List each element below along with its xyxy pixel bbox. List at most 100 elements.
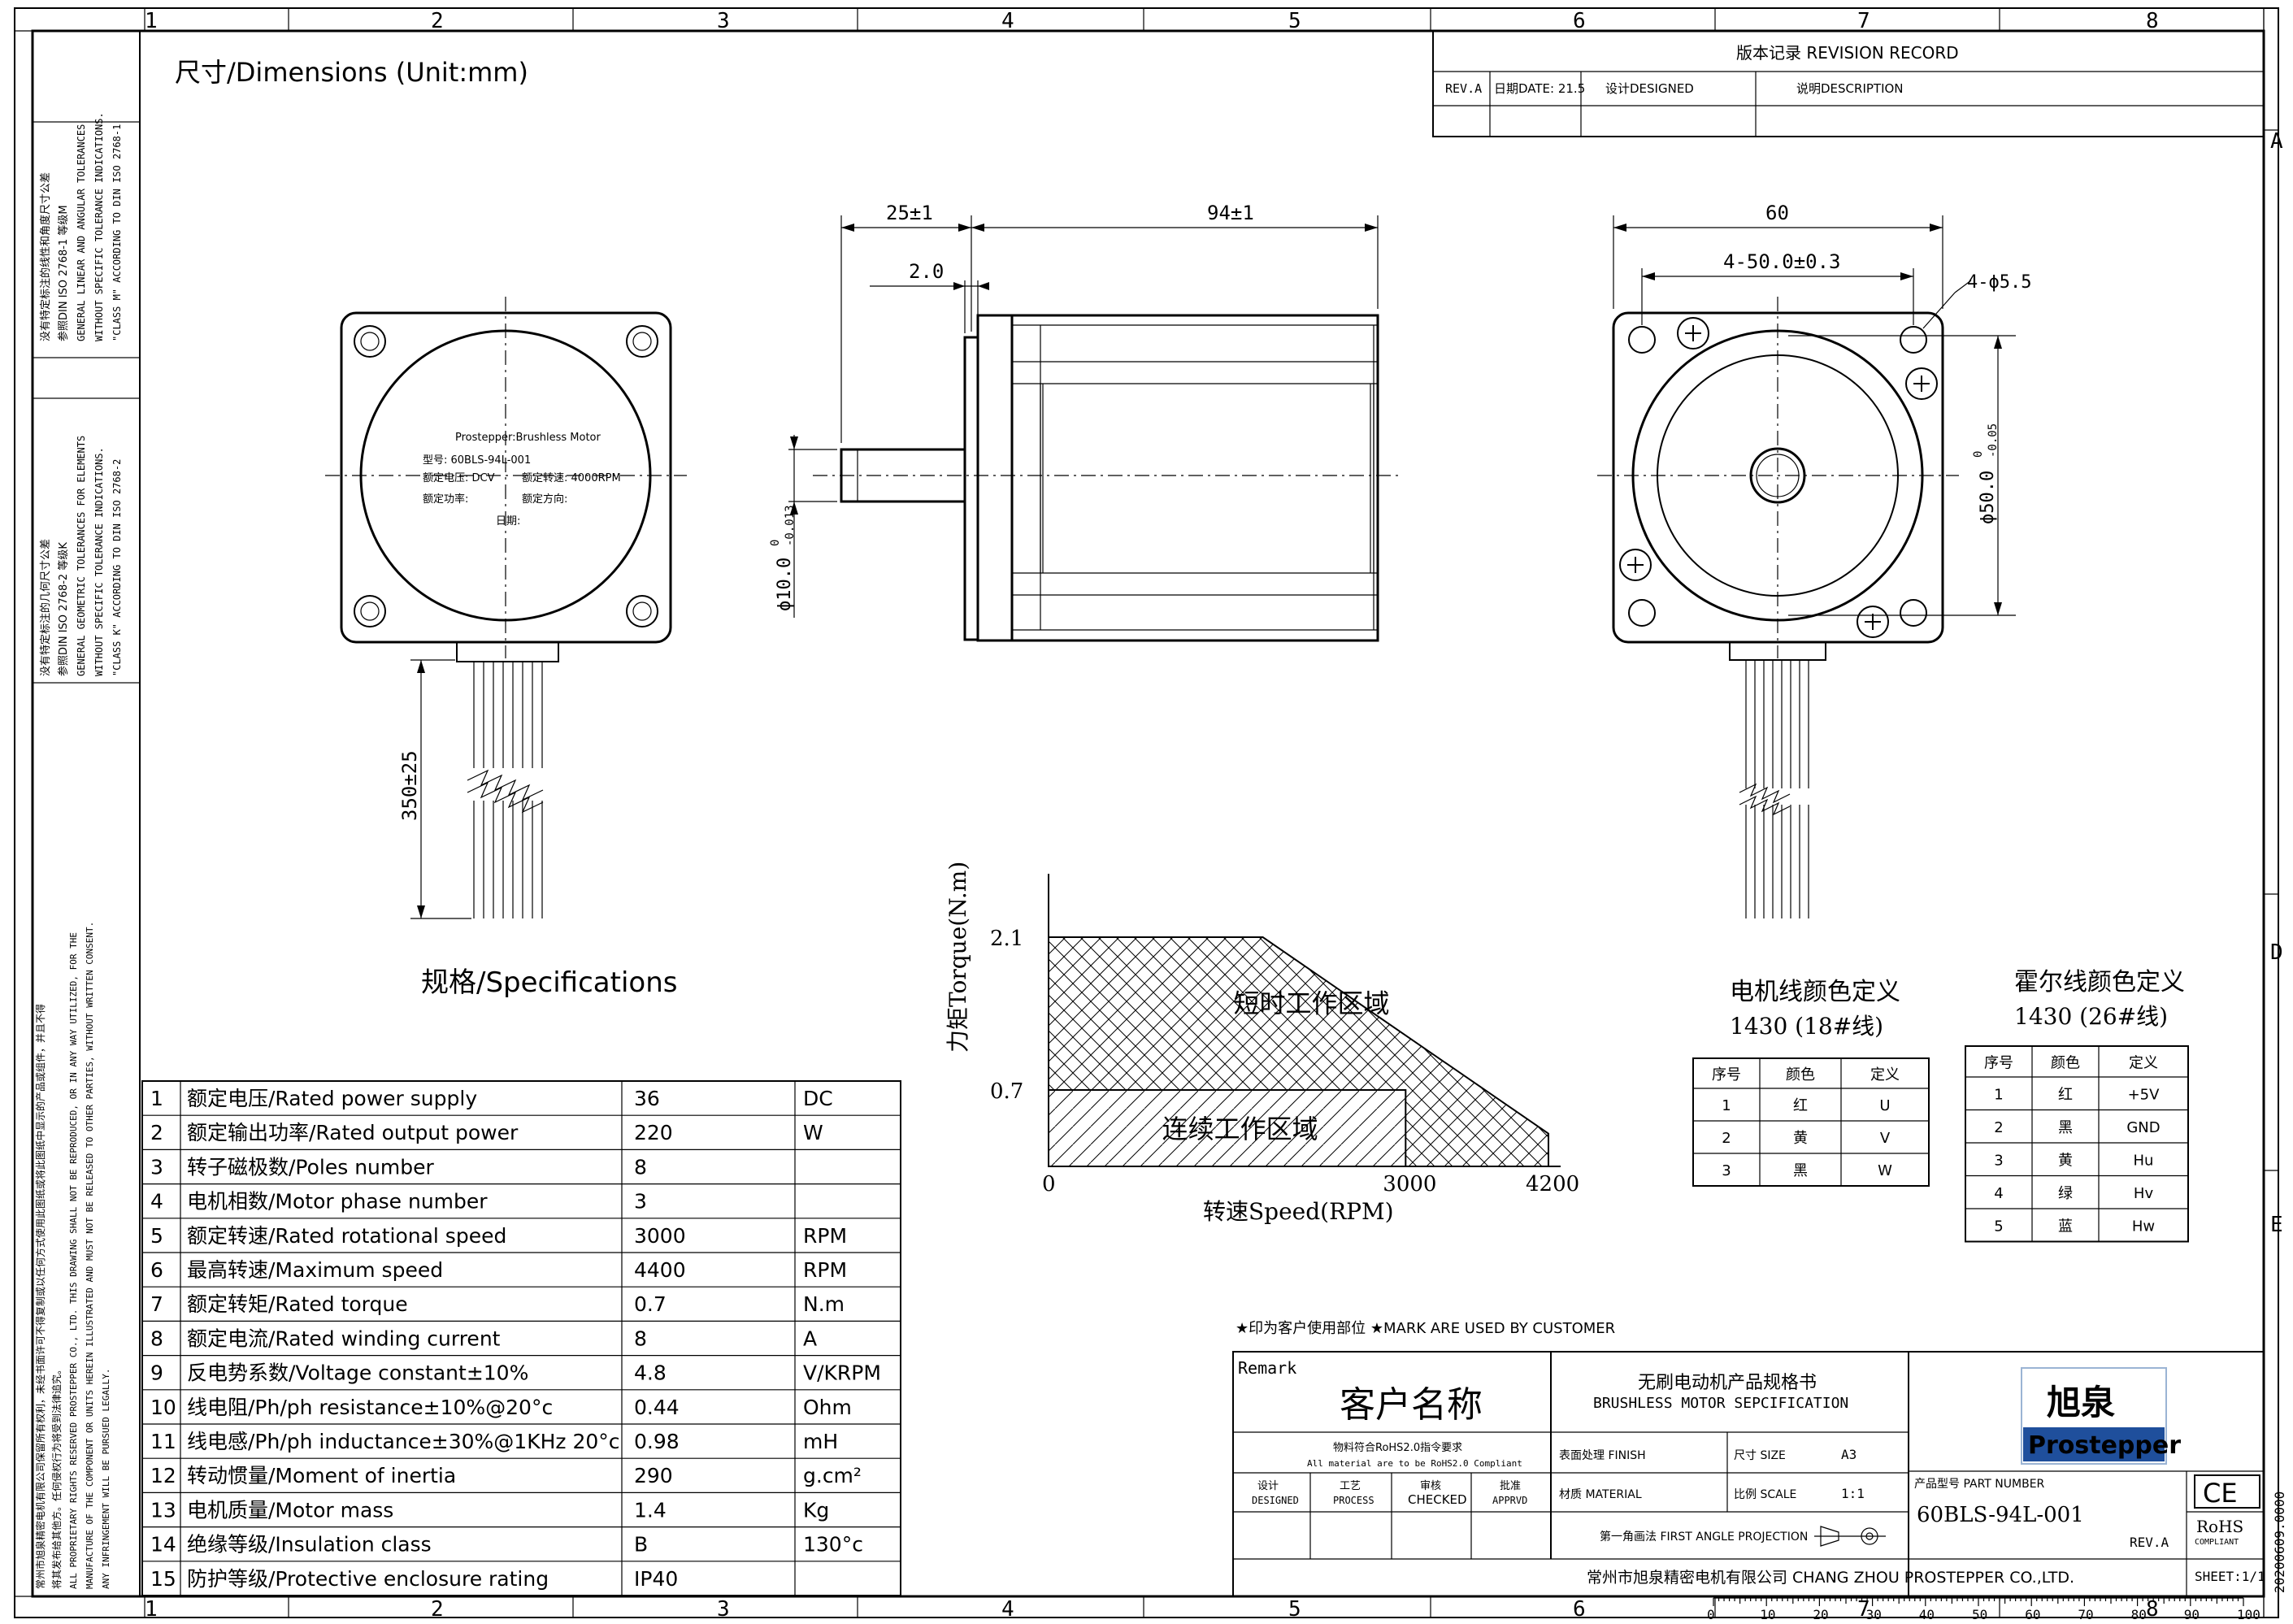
grid-number-bottom-5: 5 [1288,1597,1301,1622]
spec-value: 8 [634,1327,647,1350]
motor-wire-subtitle: 1430 (18#线) [1730,1013,1883,1040]
wire-cell: 黄 [1793,1130,1808,1147]
spec-no: 10 [150,1396,176,1419]
spec-unit: Ohm [803,1396,852,1419]
hall-wire-subtitle: 1430 (26#线) [2014,1003,2168,1030]
ce-mark: CE [2203,1478,2238,1509]
ruler-label: 90 [2184,1607,2200,1622]
sheet-number: SHEET:1/1 [2195,1569,2265,1584]
wire-cell: 蓝 [2058,1218,2073,1235]
projection-symbol-icon [1814,1526,1886,1547]
document-id: 20200609.0000 [2272,1492,2287,1593]
ruler-label: 80 [2131,1607,2147,1622]
grid-number-top-3: 3 [717,9,730,33]
wire-cell: Hu [2134,1153,2154,1170]
ruler-label: 60 [2025,1607,2040,1622]
region-label: 连续工作区域 [1162,1114,1318,1144]
pilot-tol-lower: -0.05 [1987,423,2000,458]
rights-note-e: ANY INFRINGEMENT WILL BE PURSUED LEGALLY… [101,1368,111,1589]
revision-rev: REV.A [1445,81,1482,96]
revision-record: 版本记录 REVISION RECORD REV.A 日期DATE: 21.5 … [1432,30,2265,137]
rights-note-a: 常州市旭泉精密电机有限公司保留所有权利，未经书面许可不得复制或以任何方式使用此图… [34,1004,46,1589]
tolerance-note-2b: 参照DIN ISO 2768-2 等级K [57,542,70,676]
ruler-label: 100 [2237,1607,2260,1622]
sign-designed-cn: 设计 [1257,1480,1279,1492]
ruler-label: 10 [1760,1607,1775,1622]
rohs-badge: RoHS [2196,1517,2243,1536]
wire-cell: 红 [2058,1087,2073,1104]
wire-header: 颜色 [2051,1055,2080,1072]
motor-wire-title: 电机线颜色定义 [1730,978,1900,1006]
wire-cell: 4 [1994,1185,2003,1202]
spec-name: 电机质量/Motor mass [187,1498,393,1522]
tolerance-note-1d: WITHOUT SPECIFIC TOLERANCE INDICATIONS. [93,112,105,341]
wire-header: 定义 [1870,1066,1900,1083]
flange-dim: 25±1 [886,202,933,224]
spec-value: 220 [634,1121,673,1144]
wire-cell: Hv [2134,1185,2154,1202]
revision-description: 说明DESCRIPTION [1796,81,1904,96]
screw-heads [1619,317,1938,638]
chart-x-tick: 0 [1042,1172,1056,1196]
grid-number-bottom-3: 3 [717,1597,730,1622]
spec-no: 5 [150,1224,163,1248]
nameplate-brand: Prostepper:Brushless Motor [455,432,601,444]
front-view: Prostepper:Brushless Motor 型号: 60BLS-94L… [325,297,687,919]
wire-cell: 黑 [2058,1119,2073,1136]
tolerance-note-2c: GENERAL GEOMETRIC TOLERANCES FOR ELEMENT… [76,436,87,676]
ruler-label: 50 [1972,1607,1987,1622]
grid-number-bottom-4: 4 [1001,1597,1014,1622]
spec-name: 反电势系数/Voltage constant±10% [187,1361,528,1385]
tolerance-note-1c: GENERAL LINEAR AND ANGULAR TOLERANCES [76,124,87,341]
product-title-cn: 无刷电动机产品规格书 [1638,1373,1817,1393]
grid-number-top-2: 2 [431,9,444,33]
wire-header: 序号 [1712,1066,1741,1083]
spec-value: 0.98 [634,1430,680,1453]
spec-value: 36 [634,1087,660,1110]
spec-name: 额定输出功率/Rated output power [187,1121,519,1144]
spec-no: 3 [150,1155,163,1179]
wire-cell: 1 [1994,1087,2003,1104]
rights-note-d: MANUFACTURE OF THE COMPONENT OR UNITS HE… [85,922,95,1589]
spec-value: 290 [634,1464,673,1487]
spec-name: 电机相数/Motor phase number [187,1190,488,1214]
grid-letter-d: D [2270,940,2283,965]
sign-designed-en: DESIGNED [1252,1495,1299,1506]
spec-unit: N.m [803,1292,845,1316]
grid-number-bottom-7: 7 [1857,1597,1870,1622]
finish-label: 表面处理 FINISH [1559,1449,1646,1462]
tolerance-note-1e: "CLASS M" ACCORDING TO DIN ISO 2768-1 [111,124,123,341]
sign-checked-cn: 审核 [1420,1480,1441,1492]
projection-label: 第一角画法 FIRST ANGLE PROJECTION [1600,1530,1808,1544]
size-value: A3 [1841,1447,1857,1462]
spec-unit: DC [803,1087,833,1110]
wire-cell: 黑 [1793,1162,1808,1179]
revision-date: 日期DATE: 21.5 [1494,81,1585,96]
ruler-label: 0 [1707,1607,1715,1622]
tolerance-note-2d: WITHOUT SPECIFIC TOLERANCE INDICATIONS. [93,447,105,676]
specs-title: 规格/Specifications [421,966,677,999]
dimensions-title: 尺寸/Dimensions (Unit:mm) [175,57,528,88]
spec-name: 防护等级/Protective enclosure rating [187,1567,549,1591]
customer-note: ★印为客户使用部位 ★MARK ARE USED BY CUSTOMER [1236,1320,1615,1337]
wire-cell: 2 [1994,1119,2003,1136]
spec-value: 4.8 [634,1361,667,1385]
holes-dim: 4-ϕ5.5 [1967,272,2031,293]
bolt-circle-dim: 4-50.0±0.3 [1723,250,1841,273]
spec-no: 7 [150,1292,163,1316]
grid-number-top-5: 5 [1288,9,1301,33]
rights-note-c: ALL PROPRIETARY RIGHTS RESERVED PROSTEPP… [68,932,79,1589]
grid-number-top-7: 7 [1857,9,1870,33]
